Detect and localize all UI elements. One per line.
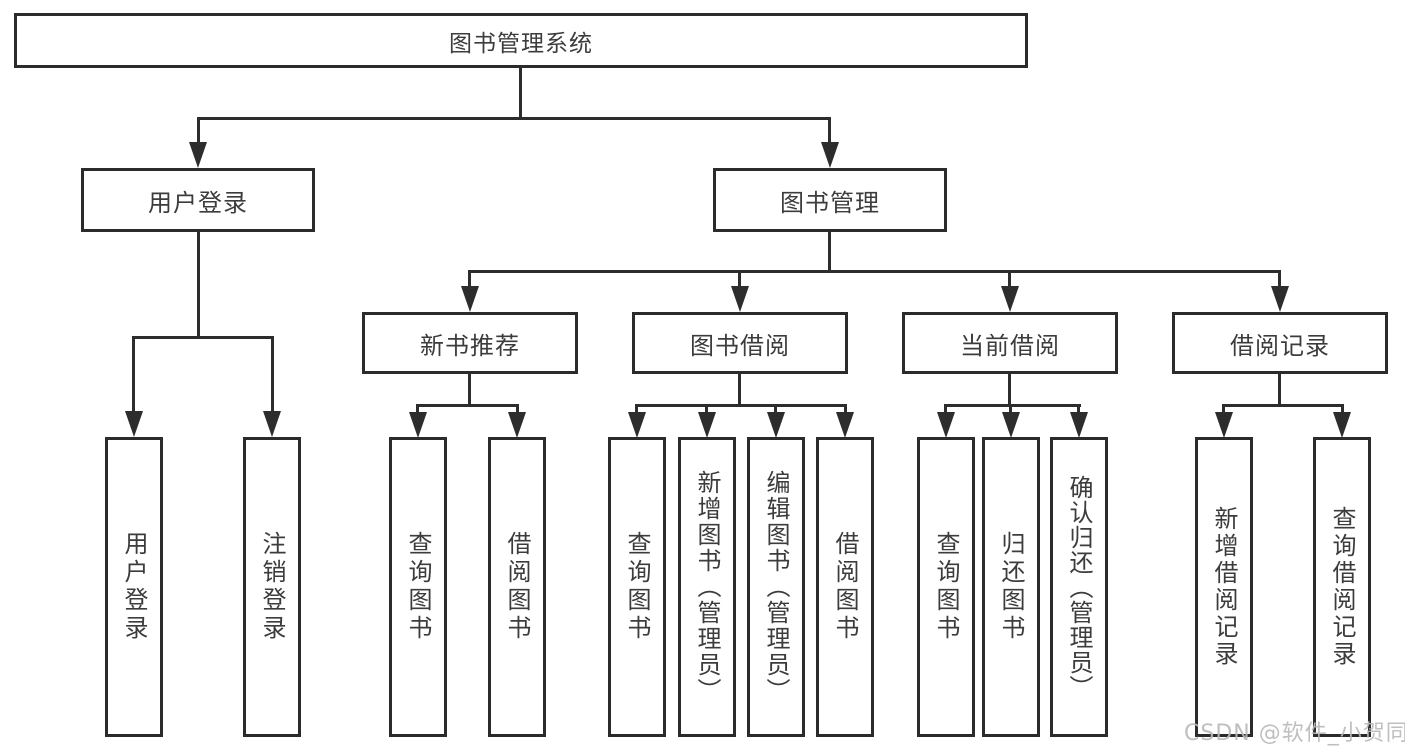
arrow-down-icon (1333, 412, 1351, 438)
connector-rec-bar (416, 404, 519, 407)
arrow-down-icon (461, 286, 479, 312)
node-query-books-recommend: 查询图书 (389, 437, 447, 737)
node-borrow-books-borrowing: 借阅图书 (816, 437, 874, 737)
node-query-books-borrowing: 查询图书 (608, 437, 666, 737)
node-borrow-books-recommend: 借阅图书 (488, 437, 546, 737)
node-current-borrowing: 当前借阅 (902, 312, 1118, 374)
node-edit-book-admin: 编辑图书（管理员） (747, 437, 805, 737)
csdn-watermark: CSDN @软件_小贺同学 (1184, 721, 1405, 746)
arrow-down-icon (1001, 286, 1019, 312)
connector-bor-bar (635, 404, 847, 407)
arrow-down-icon (125, 411, 143, 437)
node-return-book: 归还图书 (982, 437, 1040, 737)
connector-cur-drop-1 (944, 404, 947, 416)
connector-login-bar (132, 336, 274, 339)
arrow-down-icon (263, 411, 281, 437)
arrow-down-icon (508, 412, 526, 438)
node-query-books-current: 查询图书 (917, 437, 975, 737)
connector-bor-stub (738, 374, 741, 404)
node-user-login: 用户登录 (81, 168, 315, 232)
connector-cur-stub (1008, 374, 1011, 404)
connector-login-drop-2 (271, 336, 274, 413)
arrow-down-icon (628, 412, 646, 438)
connector-bor-drop-1 (635, 404, 638, 416)
connector-mgmt-drop-4 (1278, 270, 1281, 290)
arrow-down-icon (1215, 412, 1233, 438)
connector-cur-drop-2 (1009, 404, 1012, 416)
arrow-down-icon (698, 412, 716, 438)
node-new-book-recommend: 新书推荐 (362, 312, 578, 374)
node-book-borrowing: 图书借阅 (632, 312, 848, 374)
node-logout-leaf: 注销登录 (243, 437, 301, 737)
arrow-down-icon (731, 286, 749, 312)
node-query-borrow-record: 查询借阅记录 (1313, 437, 1371, 737)
connector-mgmt-drop-1 (468, 270, 471, 290)
node-borrow-records: 借阅记录 (1172, 312, 1388, 374)
connector-login-stub (197, 232, 200, 336)
connector-root-drop-right (828, 117, 831, 147)
connector-bor-drop-3 (774, 404, 777, 416)
connector-mgmt-stub (828, 232, 831, 270)
arrow-down-icon (821, 142, 839, 168)
connector-mgmt-drop-3 (1008, 270, 1011, 290)
connector-rec-stub (468, 374, 471, 404)
node-add-borrow-record: 新增借阅记录 (1195, 437, 1253, 737)
node-library-system: 图书管理系统 (14, 13, 1028, 68)
connector-bor-drop-4 (844, 404, 847, 416)
connector-cur-drop-3 (1077, 404, 1080, 416)
connector-bor-drop-2 (705, 404, 708, 416)
connector-rec2-bar (1222, 404, 1344, 407)
arrow-down-icon (409, 412, 427, 438)
arrow-down-icon (189, 142, 207, 168)
arrow-down-icon (1002, 412, 1020, 438)
connector-root-drop-left (197, 117, 200, 147)
connector-rec2-stub (1278, 374, 1281, 404)
arrow-down-icon (1070, 412, 1088, 438)
node-confirm-return-admin: 确认归还（管理员） (1050, 437, 1108, 737)
arrow-down-icon (937, 412, 955, 438)
connector-mgmt-bar (468, 270, 1281, 273)
arrow-down-icon (836, 412, 854, 438)
arrow-down-icon (767, 412, 785, 438)
connector-login-drop-1 (132, 336, 135, 413)
connector-root-stub (519, 68, 522, 117)
connector-mgmt-drop-2 (738, 270, 741, 290)
node-add-book-admin: 新增图书（管理员） (678, 437, 736, 737)
connector-rec2-drop-1 (1222, 404, 1225, 416)
connector-root-bar (197, 117, 831, 120)
connector-rec-drop-2 (516, 404, 519, 416)
connector-cur-bar (944, 404, 1081, 407)
node-book-management: 图书管理 (713, 168, 947, 232)
arrow-down-icon (1271, 286, 1289, 312)
connector-rec-drop-1 (416, 404, 419, 416)
node-user-login-leaf: 用户登录 (105, 437, 163, 737)
connector-rec2-drop-2 (1341, 404, 1344, 416)
